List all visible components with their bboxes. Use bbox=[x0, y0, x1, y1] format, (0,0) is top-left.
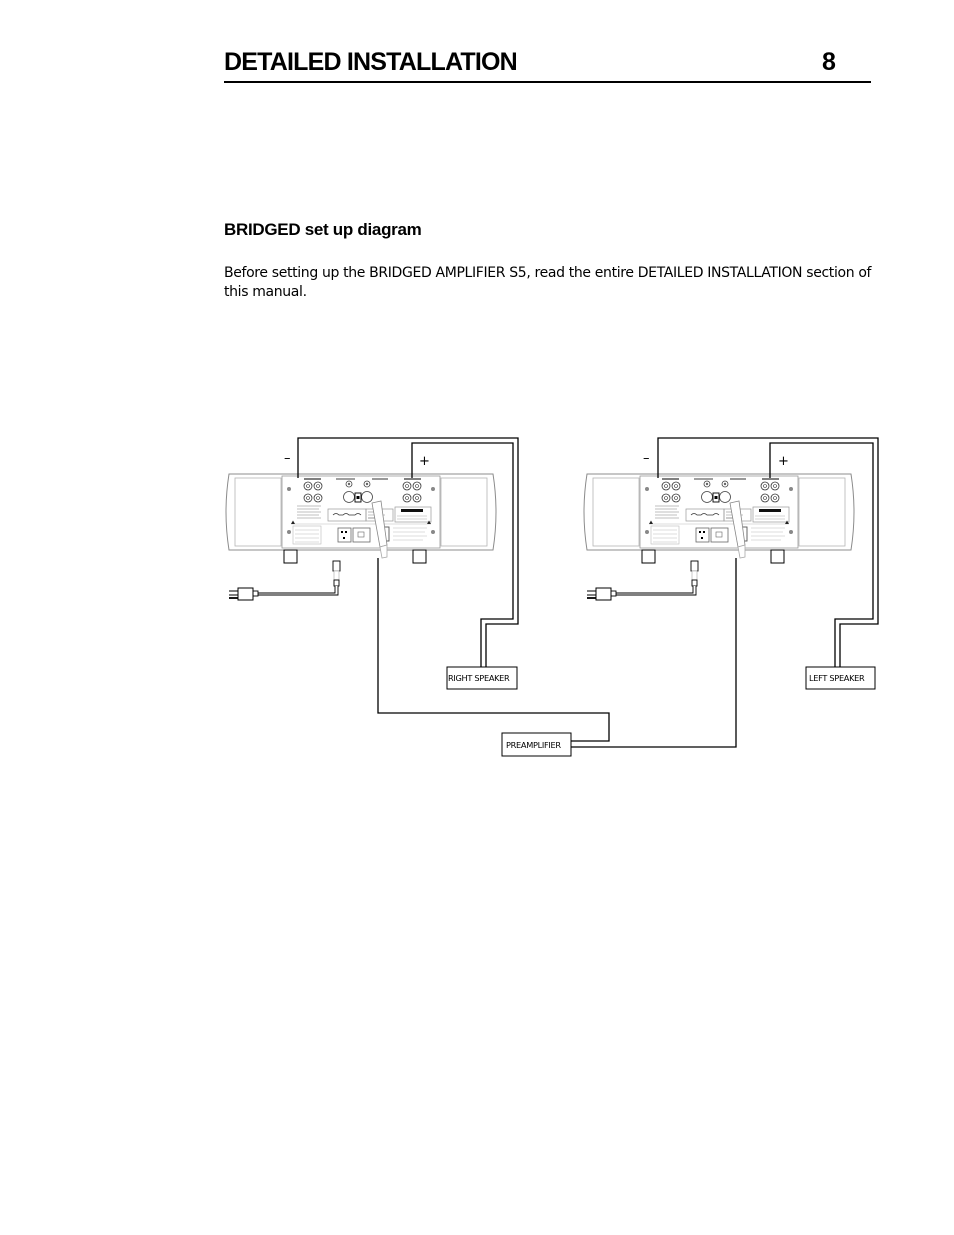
preamp-interconnect-cables bbox=[377, 558, 737, 748]
left-speaker-box: LEFT SPEAKER bbox=[805, 666, 876, 690]
preamplifier-label: PREAMPLIFIER bbox=[506, 740, 561, 750]
preamplifier-box: PREAMPLIFIER bbox=[501, 732, 572, 757]
page-number: 8 bbox=[822, 48, 836, 76]
minus-terminal-label-left-amp: – bbox=[643, 451, 650, 466]
left-speaker-label: LEFT SPEAKER bbox=[809, 673, 865, 683]
title-divider bbox=[224, 81, 871, 83]
intro-paragraph: Before setting up the BRIDGED AMPLIFIER … bbox=[224, 265, 872, 300]
plus-terminal-label-right-amp: + bbox=[419, 454, 430, 469]
amplifier-left-channel bbox=[583, 473, 855, 601]
amplifier-right-channel bbox=[225, 473, 497, 601]
left-speaker-cable bbox=[657, 437, 879, 668]
section-heading: BRIDGED set up diagram bbox=[224, 220, 422, 239]
right-speaker-box: RIGHT SPEAKER bbox=[446, 666, 518, 690]
page-title: DETAILED INSTALLATION bbox=[224, 48, 518, 76]
minus-terminal-label-right-amp: – bbox=[284, 451, 291, 466]
right-speaker-label: RIGHT SPEAKER bbox=[448, 673, 510, 683]
right-speaker-cable bbox=[297, 437, 519, 668]
plus-terminal-label-left-amp: + bbox=[778, 454, 789, 469]
